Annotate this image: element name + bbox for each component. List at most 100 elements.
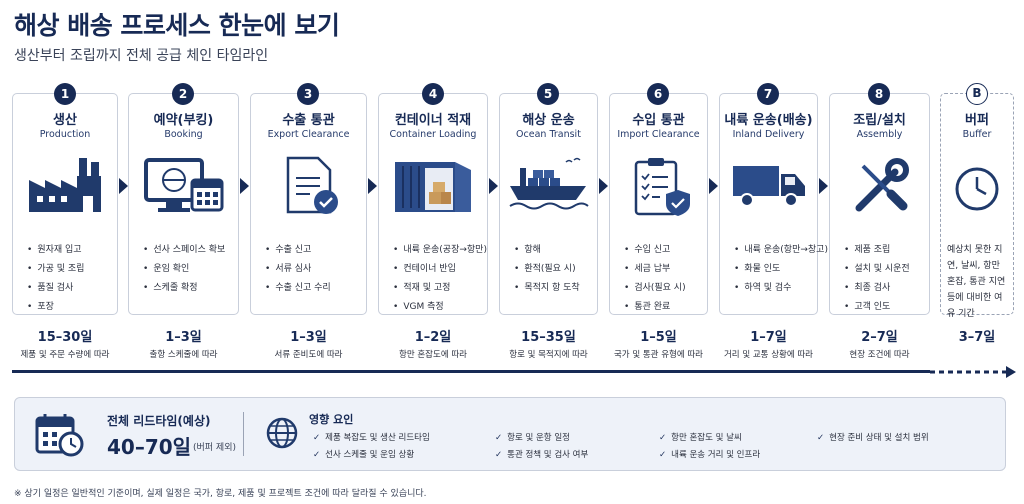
stage-title: 생산 [53, 113, 77, 128]
bullet-item: 통관 완료 [624, 299, 686, 312]
factor-item: 항만 혼잡도 및 날씨 [659, 431, 742, 443]
bullet-item: 포장 [27, 299, 84, 312]
container-boxes-icon [395, 162, 471, 212]
step-badge: 8 [868, 83, 890, 105]
clipboard-shield-icon [634, 158, 690, 216]
stage-title: 예약(부킹) [153, 113, 214, 128]
bullet-item: 세금 납부 [624, 261, 686, 274]
bullet-item: 품질 검사 [27, 280, 84, 293]
stage-subtitle: Buffer [962, 129, 992, 140]
bullet-item: 수출 신고 [265, 242, 331, 255]
stage-title: 컨테이너 적재 [394, 113, 472, 128]
summary-divider [243, 412, 244, 456]
bullet-item: 설치 및 시운전 [844, 261, 909, 274]
stage-card-container-loading: 컨테이너 적재 Container Loading 내륙 운송(공장→항만) 컨… [378, 93, 488, 315]
arrow-right-icon [819, 178, 828, 194]
bullet-item: 검사(필요 시) [624, 280, 685, 293]
arrow-right-icon [368, 178, 377, 194]
stage-title: 수출 통관 [282, 113, 335, 128]
step-badge: 7 [757, 83, 779, 105]
delivery-truck-icon [732, 166, 805, 207]
bullet-item: 원자재 입고 [27, 242, 84, 255]
step-badge: 3 [297, 83, 319, 105]
bullet-item: 컨테이너 반입 [393, 261, 487, 274]
factor-item: 내륙 운송 거리 및 인프라 [659, 448, 760, 460]
stage-card-ocean-transit: 해상 운송 Ocean Transit 항해 환적(필요 시) 목적지 항 도착 [499, 93, 598, 315]
stage-duration: 1–2일 [414, 330, 452, 345]
stage-bullets: 선사 스페이스 확보 운임 확인 스케줄 확정 [143, 242, 225, 299]
stage-bullets: 원자재 입고 가공 및 조립 품질 검사 포장 [27, 242, 84, 318]
bullet-item: VGM 측정 [393, 299, 487, 312]
stage-bullets: 제품 조립 설치 및 시운전 최종 검사 고객 인도 [844, 242, 910, 318]
step-badge-buffer: B [966, 83, 988, 105]
stage-duration-note: 현장 조건에 따라 [849, 350, 910, 360]
step-badge: 5 [537, 83, 559, 105]
stage-duration: 1–7일 [750, 330, 787, 345]
factor-item: 항로 및 운항 일정 [495, 431, 570, 443]
page-subtitle: 생산부터 조립까지 전체 공급 체인 타임라인 [14, 48, 269, 64]
bullet-item: 스케줄 확정 [143, 280, 225, 293]
stage-bullets: 수입 신고 세금 납부 검사(필요 시) 통관 완료 [624, 242, 686, 318]
bullet-item: 수입 신고 [624, 242, 686, 255]
summary-panel: 전체 리드타임(예상) 40–70일 (버퍼 제외) 영향 요인 제품 복잡도 … [14, 397, 1006, 471]
lead-time-value: 40–70일 [107, 435, 192, 459]
wrench-screwdriver-icon [855, 158, 909, 212]
stage-title: 조립/설치 [853, 113, 906, 128]
stage-duration-note: 제품 및 주문 수량에 따라 [20, 350, 110, 360]
bullet-item: 적재 및 고정 [393, 280, 487, 293]
arrow-right-icon [489, 178, 498, 194]
stage-subtitle: Inland Delivery [732, 129, 805, 140]
stage-subtitle: Booking [164, 129, 203, 140]
stage-subtitle: Ocean Transit [516, 129, 581, 140]
bullet-item: 수출 신고 수리 [265, 280, 330, 293]
stage-duration: 1–3일 [290, 330, 327, 345]
bullet-item: 화물 인도 [734, 261, 828, 274]
arrow-right-icon [599, 178, 608, 194]
step-badge: 6 [647, 83, 669, 105]
bullet-item: 환적(필요 시) [514, 261, 580, 274]
bullet-item: 항해 [514, 242, 580, 255]
stage-subtitle: Import Clearance [617, 129, 700, 140]
clock-icon [955, 167, 999, 211]
stage-subtitle: Assembly [856, 129, 903, 140]
factor-item: 현장 준비 상태 및 설치 범위 [817, 431, 929, 443]
stage-title: 버퍼 [965, 113, 989, 128]
stage-title: 수입 통관 [632, 113, 685, 128]
stage-duration: 2–7일 [861, 330, 898, 345]
bullet-item: 고객 인도 [844, 299, 910, 312]
stage-card-booking: 예약(부킹) Booking 선사 스페이스 확보 운임 확인 스케줄 확정 [128, 93, 239, 315]
buffer-description: 예상치 못한 지연, 날씨, 항만 혼잡, 통관 지연 등에 대비한 여유 기간 [947, 245, 1006, 319]
stage-duration-note: 서류 준비도에 따라 [274, 350, 343, 360]
stage-subtitle: Export Clearance [267, 129, 350, 140]
step-badge: 1 [54, 83, 76, 105]
bullet-item: 내륙 운송(항만→창고) [734, 242, 828, 255]
bullet-item: 제품 조립 [844, 242, 910, 255]
lead-time-note: (버퍼 제외) [193, 443, 237, 453]
step-badge: 4 [422, 83, 444, 105]
stage-bullets: 내륙 운송(공장→항만) 컨테이너 반입 적재 및 고정 VGM 측정 [393, 242, 487, 318]
page-title: 해상 배송 프로세스 한눈에 보기 [14, 11, 340, 40]
stage-subtitle: Container Loading [389, 129, 477, 140]
stage-duration-note: 항만 혼잡도에 따라 [399, 350, 467, 360]
cargo-ship-icon [508, 157, 589, 210]
factors-title: 영향 요인 [309, 413, 354, 426]
bullet-item: 최종 검사 [844, 280, 910, 293]
stage-duration: 1–3일 [165, 330, 202, 345]
stage-duration: 15–30일 [37, 330, 93, 345]
lead-time-label: 전체 리드타임(예상) [107, 414, 211, 428]
stage-title: 해상 운송 [522, 113, 575, 128]
arrow-right-icon [240, 178, 249, 194]
bullet-item: 선사 스페이스 확보 [143, 242, 225, 255]
buffer-duration: 3–7일 [958, 330, 996, 345]
stage-title: 내륙 운송(배송) [724, 113, 813, 128]
stage-card-assembly: 조립/설치 Assembly 제품 조립 설치 및 시운전 최종 검사 고객 인… [829, 93, 930, 315]
step-badge: 2 [172, 83, 194, 105]
stage-bullets: 항해 환적(필요 시) 목적지 항 도착 [514, 242, 580, 299]
document-check-icon [286, 156, 338, 214]
stage-duration-note: 국가 및 통관 유형에 따라 [613, 350, 703, 360]
stage-card-inland-delivery: 내륙 운송(배송) Inland Delivery 내륙 운송(항만→창고) 화… [719, 93, 828, 315]
stage-bullets: 내륙 운송(항만→창고) 화물 인도 하역 및 검수 [734, 242, 828, 299]
factor-item: 선사 스케줄 및 운임 상황 [313, 448, 414, 460]
factor-item: 제품 복잡도 및 생산 리드타임 [313, 431, 430, 443]
factor-item: 통관 정책 및 검사 여부 [495, 448, 588, 460]
